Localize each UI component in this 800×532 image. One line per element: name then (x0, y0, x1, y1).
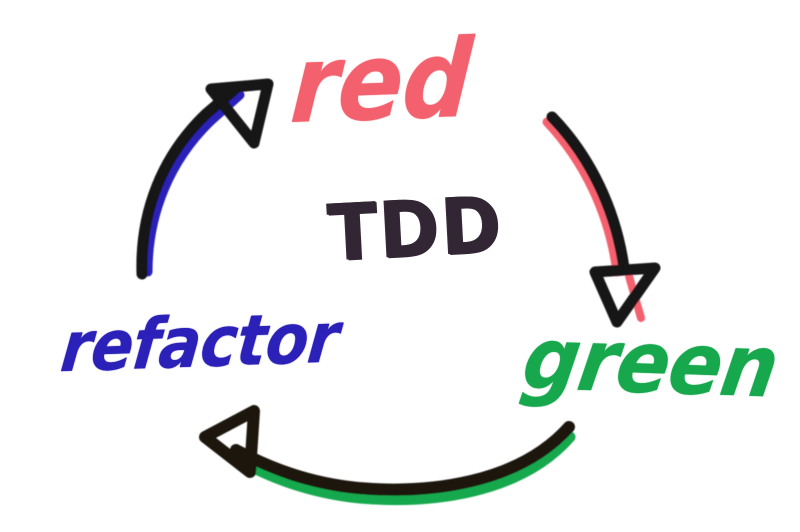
arrow-refactor-to-red (136, 78, 274, 280)
arrow-accent-blue (143, 90, 245, 277)
arrow-red-to-green (542, 111, 661, 328)
tdd-center-label: TDD (326, 178, 506, 279)
stage-label-red: red (287, 15, 476, 148)
arrow-accent-green (232, 431, 576, 505)
arrow-green-to-refactor (199, 405, 576, 505)
stage-label-refactor: refactor (57, 296, 343, 389)
arrow-shaft-black (546, 111, 630, 274)
stage-label-green: green (516, 310, 785, 418)
arrow-head-triangle (589, 262, 661, 328)
arrow-shaft-black (136, 84, 240, 280)
arrow-head-triangle (205, 78, 274, 149)
arrow-head-triangle (199, 405, 260, 478)
arrow-shaft-black (230, 421, 575, 496)
arrow-accent-red (542, 117, 622, 277)
